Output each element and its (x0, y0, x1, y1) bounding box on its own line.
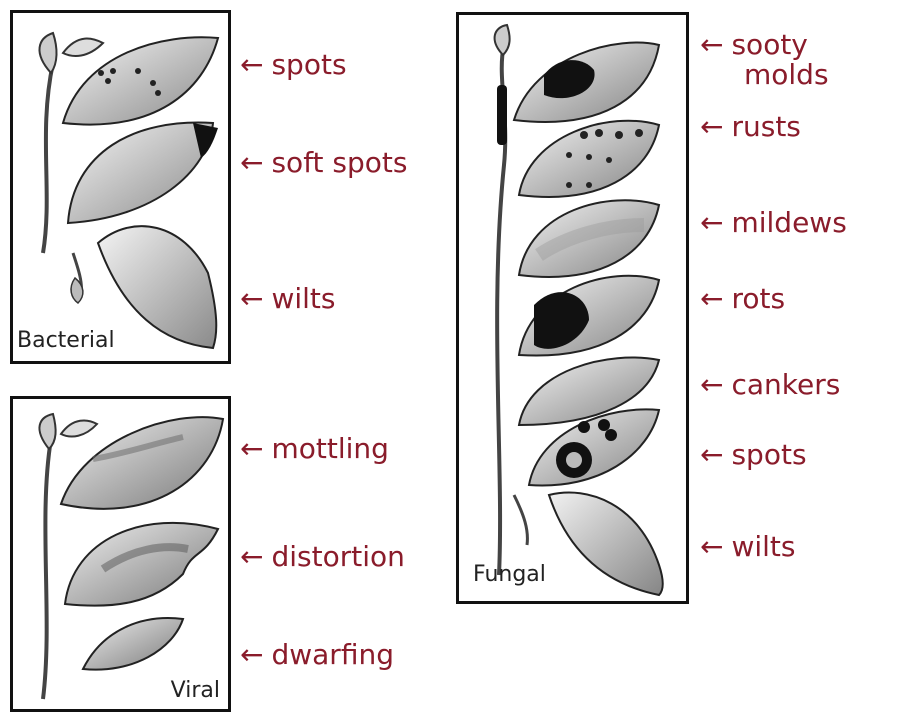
callout-viral-distortion: ←distortion (240, 542, 405, 572)
callout-bacterial-spots: ←spots (240, 50, 347, 80)
callout-fungal-rusts: ←rusts (700, 112, 801, 142)
viral-label: Viral (171, 678, 220, 703)
left-arrow-icon: ← (240, 640, 263, 670)
left-arrow-icon: ← (700, 208, 723, 238)
callout-fungal-rots: ←rots (700, 284, 785, 314)
left-arrow-icon: ← (700, 30, 723, 60)
left-arrow-icon: ← (240, 284, 263, 314)
fungal-leaf-illustration (459, 15, 686, 601)
callout-bacterial-wilts: ←wilts (240, 284, 336, 314)
left-arrow-icon: ← (700, 284, 723, 314)
callout-bacterial-soft-spots: ←soft spots (240, 148, 408, 178)
bacterial-leaf-illustration (13, 13, 228, 361)
callout-fungal-cankers: ←cankers (700, 370, 840, 400)
callout-fungal-wilts: ←wilts (700, 532, 796, 562)
callout-fungal-sooty-molds: ←sooty molds (700, 30, 829, 90)
bacterial-label: Bacterial (17, 328, 115, 353)
left-arrow-icon: ← (700, 532, 723, 562)
left-arrow-icon: ← (240, 434, 263, 464)
left-arrow-icon: ← (700, 112, 723, 142)
fungal-label: Fungal (473, 562, 546, 587)
callout-viral-mottling: ←mottling (240, 434, 389, 464)
callout-fungal-spots: ←spots (700, 440, 807, 470)
fungal-panel: Fungal (456, 12, 689, 604)
left-arrow-icon: ← (240, 50, 263, 80)
left-arrow-icon: ← (240, 148, 263, 178)
left-arrow-icon: ← (700, 370, 723, 400)
left-arrow-icon: ← (700, 440, 723, 470)
viral-leaf-illustration (13, 399, 228, 709)
callout-fungal-mildews: ←mildews (700, 208, 847, 238)
callout-viral-dwarfing: ←dwarfing (240, 640, 394, 670)
viral-panel: Viral (10, 396, 231, 712)
bacterial-panel: Bacterial (10, 10, 231, 364)
left-arrow-icon: ← (240, 542, 263, 572)
